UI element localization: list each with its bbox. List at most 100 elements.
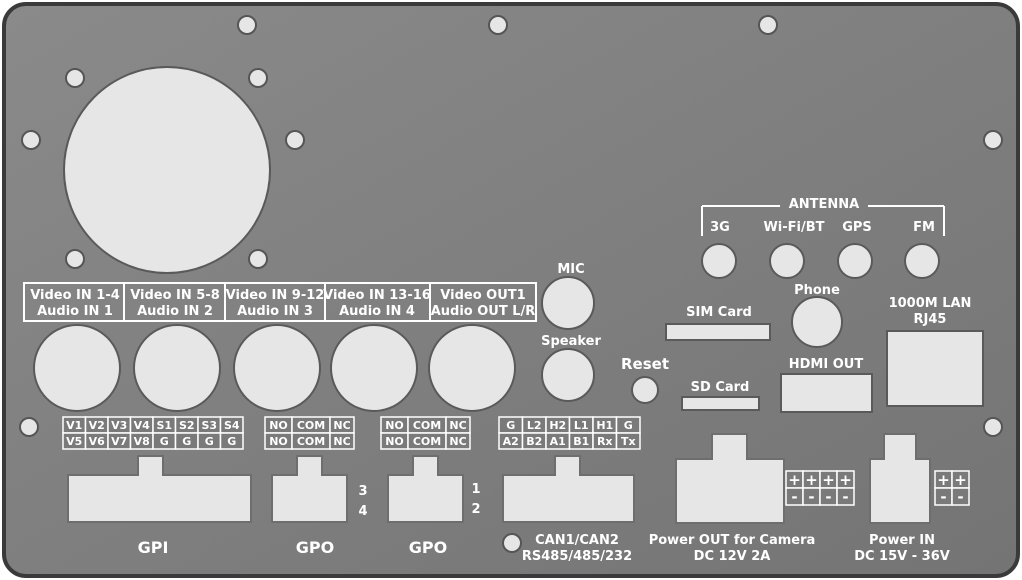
hdmi-port[interactable] xyxy=(780,373,873,413)
pin-label: G xyxy=(182,435,191,448)
mounting-hole xyxy=(248,68,268,88)
antenna-wifi-port[interactable] xyxy=(769,243,805,279)
pin-cell xyxy=(615,432,641,450)
minus-sign: - xyxy=(940,488,946,506)
pin-label: V5 xyxy=(66,435,82,448)
pin-label: B2 xyxy=(526,435,542,448)
video-in-2-line2: Audio IN 2 xyxy=(137,304,213,319)
speaker-jack[interactable] xyxy=(541,348,595,402)
pin-label: NO xyxy=(385,419,404,432)
lan-rj45-port[interactable] xyxy=(886,330,984,407)
gpi-terminal-block[interactable] xyxy=(67,455,252,523)
power-out-label-line1: Power OUT for Camera xyxy=(649,533,816,548)
antenna-title: ANTENNA xyxy=(789,197,860,212)
antenna-3g-port[interactable] xyxy=(701,243,737,279)
gpo-3-4-terminal-block[interactable] xyxy=(271,455,348,523)
video-input-labels: Video IN 1-4 Audio IN 1 Video IN 5-8 Aud… xyxy=(23,282,537,322)
power-in-label-line1: Power IN xyxy=(869,533,935,548)
pin-label: L1 xyxy=(574,419,589,432)
speaker-label: Speaker xyxy=(541,334,601,349)
pin-label: G xyxy=(624,419,633,432)
mounting-hole xyxy=(758,15,778,35)
video-in-2-connector[interactable] xyxy=(133,324,221,412)
pin-label: NO xyxy=(269,419,288,432)
video-in-4-connector[interactable] xyxy=(330,324,418,412)
sd-label: SD Card xyxy=(691,380,750,395)
pin-label: V4 xyxy=(134,419,151,432)
mounting-hole xyxy=(65,249,85,269)
pin-label: A1 xyxy=(550,435,566,448)
power-out-polarity: ++++---- xyxy=(785,470,855,506)
pin-label: S1 xyxy=(156,419,172,432)
video-in-3-line2: Audio IN 3 xyxy=(237,304,313,319)
pin-label: B1 xyxy=(573,435,589,448)
video-out-connector[interactable] xyxy=(428,324,516,412)
power-in-label-line2: DC 15V - 36V xyxy=(854,549,950,564)
mic-jack[interactable] xyxy=(541,276,595,330)
video-in-3-connector[interactable] xyxy=(233,324,321,412)
antenna-fm-port[interactable] xyxy=(904,243,940,279)
video-in-3-line1: Video IN 9-12 xyxy=(226,288,325,303)
power-in-polarity: ++-- xyxy=(934,470,970,506)
mounting-hole xyxy=(65,68,85,88)
video-in-4-line1: Video IN 13-16 xyxy=(323,288,431,303)
pin-label: L2 xyxy=(527,419,542,432)
can-terminal-block[interactable] xyxy=(502,455,635,523)
mounting-hole xyxy=(21,130,41,150)
sim-card-slot[interactable] xyxy=(665,323,771,341)
gpo-3-4-label: GPO xyxy=(296,538,334,557)
pin-label: NO xyxy=(385,435,404,448)
plus-sign: + xyxy=(839,471,852,489)
pin-label: Tx xyxy=(621,435,636,448)
pin-label: NO xyxy=(269,435,288,448)
pin-label: V6 xyxy=(89,435,106,448)
power-out-terminal[interactable] xyxy=(675,433,785,524)
phone-label: Phone xyxy=(794,283,840,298)
pin-label: V3 xyxy=(111,419,127,432)
polarity-cell xyxy=(951,487,970,506)
gpo-1-number: 1 xyxy=(471,482,480,497)
plus-sign: + xyxy=(805,471,818,489)
plus-sign: + xyxy=(954,471,967,489)
polarity-cell xyxy=(836,487,855,506)
minus-sign: - xyxy=(791,488,797,506)
pin-label: G xyxy=(160,435,169,448)
video-out-line2: Audio OUT L/R xyxy=(431,304,536,319)
gpi-label: GPI xyxy=(138,538,169,557)
sd-card-slot[interactable] xyxy=(681,396,760,411)
lan-label-line2: RJ45 xyxy=(914,312,947,327)
antenna-fm-label: FM xyxy=(913,220,935,235)
mounting-hole xyxy=(488,15,508,35)
plus-sign: + xyxy=(822,471,835,489)
gpo-1-2-terminal-block[interactable] xyxy=(387,455,464,523)
mounting-hole xyxy=(237,15,257,35)
video-label-frame xyxy=(23,282,537,322)
pin-label: S2 xyxy=(179,419,195,432)
minus-sign: - xyxy=(842,488,848,506)
pin-label: G xyxy=(227,435,236,448)
reset-label: Reset xyxy=(621,355,669,373)
antenna-3g-label: 3G xyxy=(710,220,730,235)
pin-label: S3 xyxy=(201,419,217,432)
antenna-gps-port[interactable] xyxy=(837,243,873,279)
video-in-1-connector[interactable] xyxy=(33,324,121,412)
pin-label: A2 xyxy=(503,435,519,448)
mounting-hole xyxy=(248,249,268,269)
mounting-hole xyxy=(983,417,1003,437)
plus-sign: + xyxy=(788,471,801,489)
video-in-1-line2: Audio IN 1 xyxy=(37,304,113,319)
reset-button[interactable] xyxy=(631,376,659,404)
video-in-4-line2: Audio IN 4 xyxy=(339,304,415,319)
hdmi-label: HDMI OUT xyxy=(789,357,864,372)
pin-label: NC xyxy=(449,419,466,432)
video-in-2-line1: Video IN 5-8 xyxy=(130,288,220,303)
power-in-terminal[interactable] xyxy=(869,433,931,524)
pin-label: COM xyxy=(297,419,325,432)
minus-sign: - xyxy=(957,488,963,506)
phone-jack[interactable] xyxy=(791,296,843,348)
pin-label: COM xyxy=(413,419,441,432)
